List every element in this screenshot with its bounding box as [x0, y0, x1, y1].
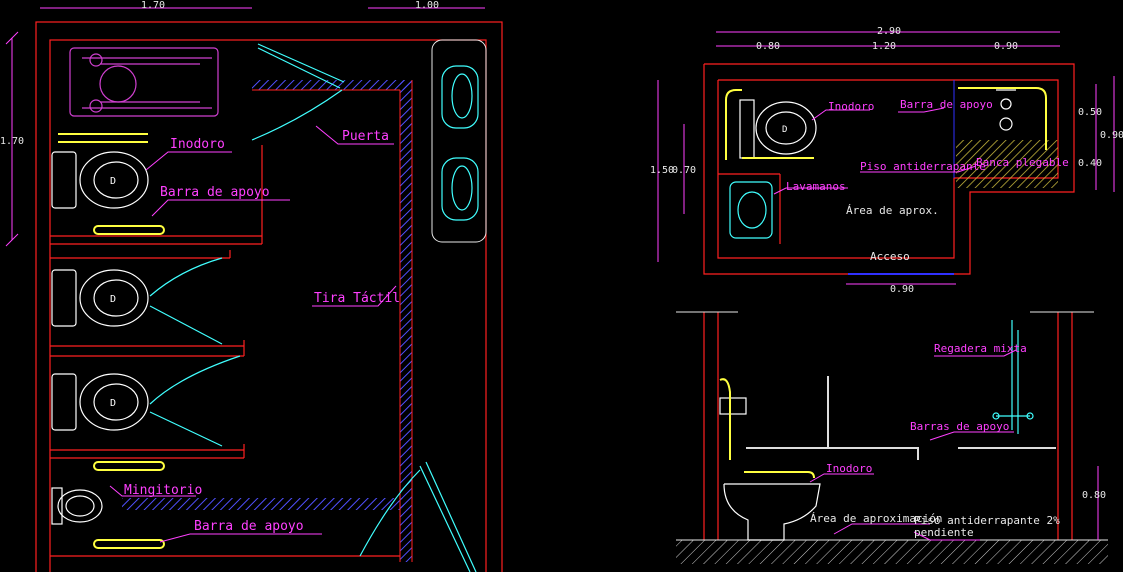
left-leaders — [109, 125, 397, 543]
label-inodoro-left: Inodoro — [170, 137, 225, 152]
dim-access: 0.90 — [890, 284, 914, 295]
left-side-dimension-line — [5, 31, 19, 247]
dim-height-2: 0.70 — [672, 165, 696, 176]
ground-hatch — [676, 540, 1108, 564]
left-walls — [35, 21, 503, 572]
label-area-plan: Área de aprox. — [846, 204, 939, 217]
svg-text:D: D — [110, 398, 116, 409]
label-acceso: Acceso — [870, 250, 910, 263]
label-piso-plan: Piso antiderrapante — [860, 160, 986, 173]
dim-top-right: 1.00 — [415, 0, 439, 11]
dim-right-2: 0.40 — [1078, 158, 1102, 169]
elevation: Regadera mixta Barras de apoyo Inodoro Á… — [676, 311, 1108, 564]
hatch-top-partition — [252, 80, 412, 90]
grab-bars-left — [93, 225, 165, 549]
dim-top-left: 1.70 — [141, 0, 165, 11]
label-barra-plan: Barra de apoyo — [900, 98, 993, 111]
hatch-tactile-strip — [122, 498, 404, 510]
label-inodoro-elevation: Inodoro — [826, 462, 872, 475]
urinal-icon — [51, 487, 103, 525]
right-plan-walls — [703, 63, 1075, 275]
dim-height-1: 1.50 — [650, 165, 674, 176]
label-tira-tactil: Tira Táctil — [314, 291, 400, 306]
dim-side: 1.70 — [0, 136, 24, 147]
plan-shower-icon — [996, 89, 1016, 131]
label-piso-elevation: Piso antiderrapante 2% — [914, 514, 1060, 527]
label-inodoro-plan: Inodoro — [828, 100, 874, 113]
toilet-3-icon: D — [51, 373, 149, 431]
label-area-elevation: Área de aproximación — [810, 512, 942, 525]
dim-total: 2.90 — [877, 26, 901, 37]
label-pendiente: pendiente — [914, 526, 974, 539]
grab-bar-top — [58, 133, 148, 143]
dim-seg-1: 0.80 — [756, 41, 780, 52]
toilet-1-icon: D — [51, 151, 149, 209]
label-banca-plan: Banca plegable — [976, 156, 1069, 169]
label-lavamanos: Lavamanos — [786, 180, 846, 193]
plan-toilet-icon: D — [739, 99, 817, 159]
dim-seg-3: 0.90 — [994, 41, 1018, 52]
bench-hatch — [956, 140, 1058, 188]
right-plan: 2.90 0.80 1.20 0.90 1.50 0.70 0.50 0.40 … — [650, 26, 1123, 295]
elevation-toilet-icon — [719, 397, 821, 541]
label-puerta: Puerta — [342, 129, 389, 144]
elevation-leaders — [809, 349, 1017, 541]
hatch-vertical-partition — [400, 80, 412, 562]
svg-text:D: D — [110, 294, 116, 305]
label-barras: Barras de apoyo — [910, 420, 1009, 433]
plan-sink-icon — [729, 181, 773, 239]
sink-counter — [431, 39, 487, 243]
elevation-bars-white — [746, 376, 1056, 460]
elevation-grab-bars — [719, 378, 815, 479]
dim-right-total: 0.90 — [1100, 130, 1123, 141]
partition-outline — [252, 80, 413, 562]
plan-grab-bars — [725, 87, 1047, 160]
right-plan-leaders — [773, 107, 977, 195]
left-plan: 1.70 1.00 1.70 — [0, 0, 503, 572]
label-barra-apoyo-1: Barra de apoyo — [160, 185, 270, 200]
dim-seg-2: 1.20 — [872, 41, 896, 52]
doors — [149, 43, 477, 572]
elevation-shower-icon — [992, 320, 1034, 434]
dim-elevation-height: 0.80 — [1082, 490, 1106, 501]
svg-text:D: D — [110, 176, 116, 187]
svg-text:D: D — [782, 125, 787, 135]
dim-right-1: 0.50 — [1078, 107, 1102, 118]
label-mingitorio: Mingitorio — [124, 483, 202, 498]
elevation-walls — [703, 312, 1073, 540]
label-regadera: Regadera mixta — [934, 342, 1027, 355]
right-plan-dim-lines — [657, 31, 1115, 285]
toilet-2-icon: D — [51, 269, 149, 327]
wheelchair-icon — [69, 47, 219, 117]
label-barra-apoyo-2: Barra de apoyo — [194, 519, 304, 534]
